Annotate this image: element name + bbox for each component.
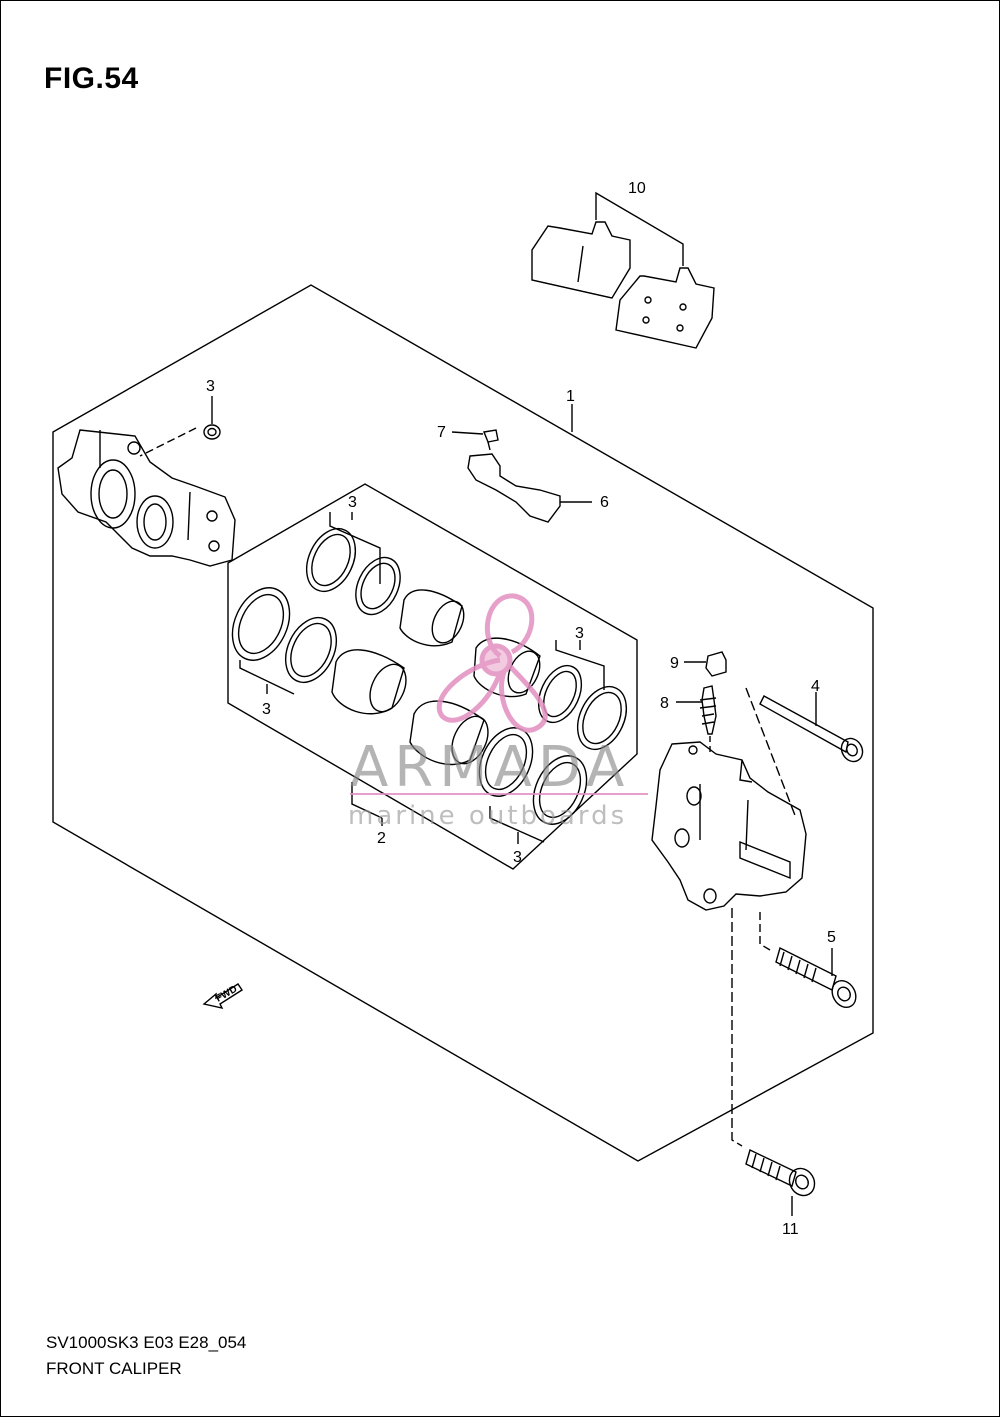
- callout-2: 2: [377, 830, 386, 847]
- section-name: FRONT CALIPER: [46, 1359, 182, 1378]
- callout-11: 11: [782, 1221, 799, 1238]
- callout-9: 9: [670, 655, 679, 672]
- callout-3-bottom-seals: 3: [513, 849, 522, 866]
- seal-kit-outline: [227, 483, 638, 870]
- callout-6: 6: [600, 494, 609, 511]
- propeller-logo-icon: [437, 593, 548, 733]
- callout-3-right-seals: 3: [575, 625, 584, 642]
- watermark-brand: ARMADA: [350, 735, 630, 800]
- callout-1: 1: [566, 388, 575, 405]
- callout-3-left-seals: 3: [262, 701, 271, 718]
- brake-pad-set: [531, 191, 715, 349]
- callout-8: 8: [660, 695, 669, 712]
- caliper-assembly-outline: [52, 284, 874, 1162]
- callout-3-washer: 3: [206, 378, 215, 395]
- caliper-outer-half: [651, 741, 807, 911]
- watermark-tagline: marine outboards: [348, 801, 627, 831]
- watermark: ARMADA marine outboards: [348, 593, 648, 831]
- callout-10: 10: [628, 180, 646, 197]
- direction-marker-label: FWD: [214, 984, 239, 1005]
- callout-7: 7: [437, 424, 446, 441]
- callout-5: 5: [827, 929, 836, 946]
- model-code: SV1000SK3 E03 E28_054: [46, 1333, 247, 1352]
- caliper-inner-half: [57, 429, 236, 567]
- callout-4: 4: [811, 678, 820, 695]
- bracket-and-screw: [451, 429, 592, 523]
- figure-title: FIG.54: [44, 62, 139, 95]
- callout-3-upper-seals: 3: [348, 494, 357, 511]
- forward-direction-arrow-icon: [202, 983, 243, 1010]
- piston-and-seal-group: [231, 527, 628, 825]
